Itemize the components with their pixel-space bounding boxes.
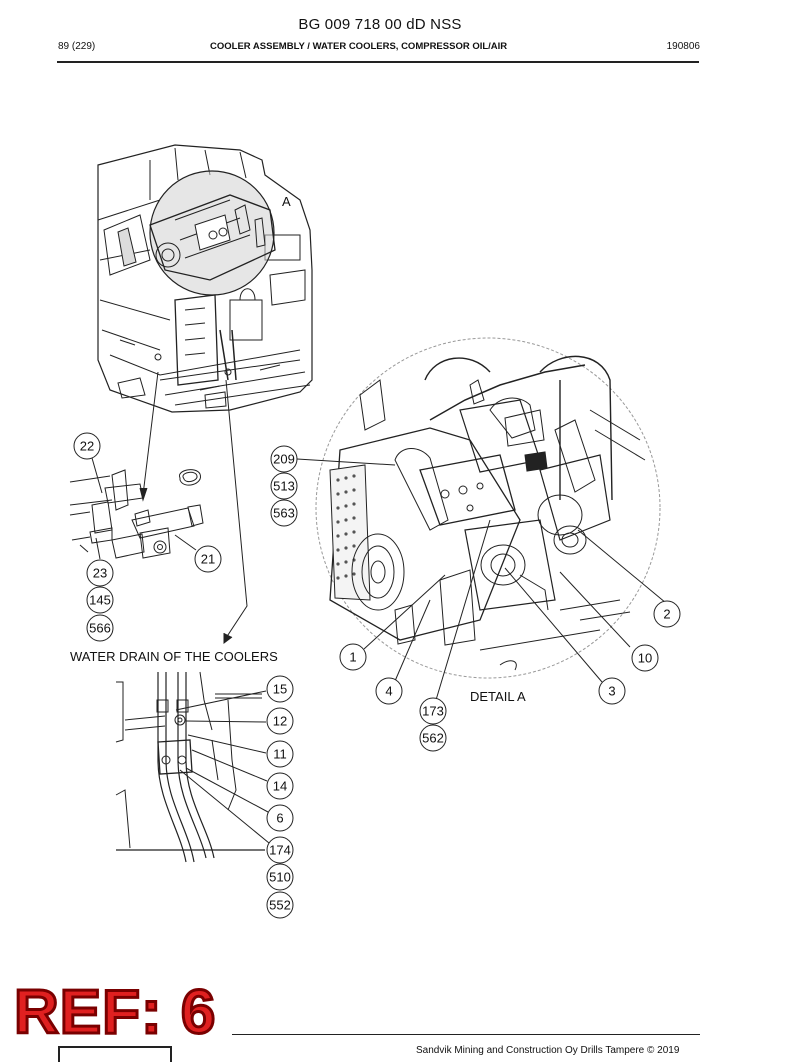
callout-22: 22 xyxy=(80,439,94,454)
overview-machine-drawing xyxy=(97,144,313,413)
callout-bubble-14 xyxy=(266,772,294,800)
callout-bubble-209 xyxy=(270,445,298,473)
page-number: 89 (229) xyxy=(58,41,96,52)
header-rule xyxy=(57,61,699,63)
document-code: 190806 xyxy=(666,41,700,52)
callout-bubble-510 xyxy=(266,863,294,891)
callout-bubble-2 xyxy=(653,600,681,628)
callout-bubble-11 xyxy=(266,740,294,768)
callout-21: 21 xyxy=(201,552,215,567)
detail-a-caption: DETAIL A xyxy=(470,689,526,704)
callout-552: 552 xyxy=(269,898,291,913)
callout-1: 1 xyxy=(349,650,356,665)
callout-3: 3 xyxy=(608,684,615,699)
callout-566: 566 xyxy=(89,621,111,636)
callout-bubble-563 xyxy=(270,499,298,527)
callout-174: 174 xyxy=(269,843,291,858)
callout-209: 209 xyxy=(273,452,295,467)
callout-15: 15 xyxy=(273,682,287,697)
callout-bubble-10 xyxy=(631,644,659,672)
callout-bubble-4 xyxy=(375,677,403,705)
detail-a-drawing xyxy=(315,337,661,679)
callout-6: 6 xyxy=(276,811,283,826)
callout-bubble-174 xyxy=(266,836,294,864)
callout-173: 173 xyxy=(422,704,444,719)
callout-bubble-173 xyxy=(419,697,447,725)
water-drain-fitting-drawing xyxy=(69,469,204,559)
callout-bubble-12 xyxy=(266,707,294,735)
callout-bubble-23 xyxy=(86,559,114,587)
callout-bubble-562 xyxy=(419,724,447,752)
ref-stamp: REF: 6 xyxy=(12,978,217,1047)
callout-510: 510 xyxy=(269,870,291,885)
callout-145: 145 xyxy=(89,593,111,608)
callout-12: 12 xyxy=(273,714,287,729)
callout-11: 11 xyxy=(273,747,287,762)
callout-bubble-1 xyxy=(339,643,367,671)
callout-bubble-15 xyxy=(266,675,294,703)
callout-4: 4 xyxy=(385,684,392,699)
leader-line-water-drain xyxy=(142,371,159,496)
callout-leaders xyxy=(91,457,667,844)
callout-562: 562 xyxy=(422,731,444,746)
leader-line-detail-view xyxy=(223,379,248,642)
callout-14: 14 xyxy=(273,779,287,794)
document-title: BG 009 718 00 dD NSS xyxy=(298,16,462,33)
callout-bubble-513 xyxy=(270,472,298,500)
view-a-label: A xyxy=(282,194,291,209)
callout-563: 563 xyxy=(273,506,295,521)
callout-bubble-145 xyxy=(86,586,114,614)
water-drain-caption: WATER DRAIN OF THE COOLERS xyxy=(70,649,278,664)
drain-pipe-drawing xyxy=(115,671,265,863)
callout-bubble-566 xyxy=(86,614,114,642)
footer-logo-box xyxy=(58,1046,172,1062)
section-title: COOLER ASSEMBLY / WATER COOLERS, COMPRES… xyxy=(210,41,508,52)
footer-copyright: Sandvik Mining and Construction Oy Drill… xyxy=(416,1045,680,1056)
callout-23: 23 xyxy=(93,566,107,581)
callout-bubble-3 xyxy=(598,677,626,705)
callout-10: 10 xyxy=(638,651,652,666)
callout-bubble-552 xyxy=(266,891,294,919)
callout-2: 2 xyxy=(663,607,670,622)
callout-bubble-21 xyxy=(194,545,222,573)
footer-rule xyxy=(232,1034,700,1035)
callout-bubble-6 xyxy=(266,804,294,832)
callout-bubble-22 xyxy=(73,432,101,460)
callout-513: 513 xyxy=(273,479,295,494)
